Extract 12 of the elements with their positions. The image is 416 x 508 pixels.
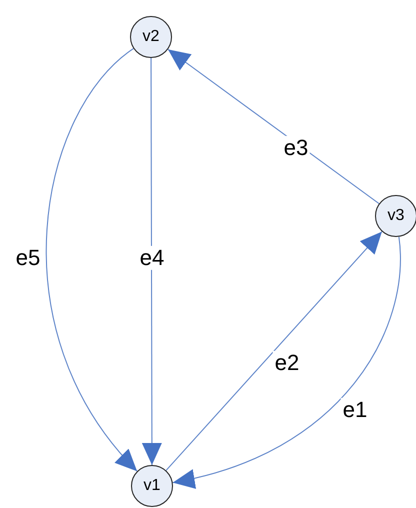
arrow [46,48,138,472]
vertex-label: v1 [144,477,160,495]
vertex-label: v2 [142,28,160,46]
arrow [142,58,162,466]
arrow [166,231,382,471]
arrow [167,48,380,204]
arrow [172,236,401,488]
vertex-circle [130,16,172,58]
vertex-label: v3 [388,207,404,225]
edge-label: e4 [138,246,166,270]
vertex-circle [375,195,416,237]
vertex-circle [131,465,173,507]
